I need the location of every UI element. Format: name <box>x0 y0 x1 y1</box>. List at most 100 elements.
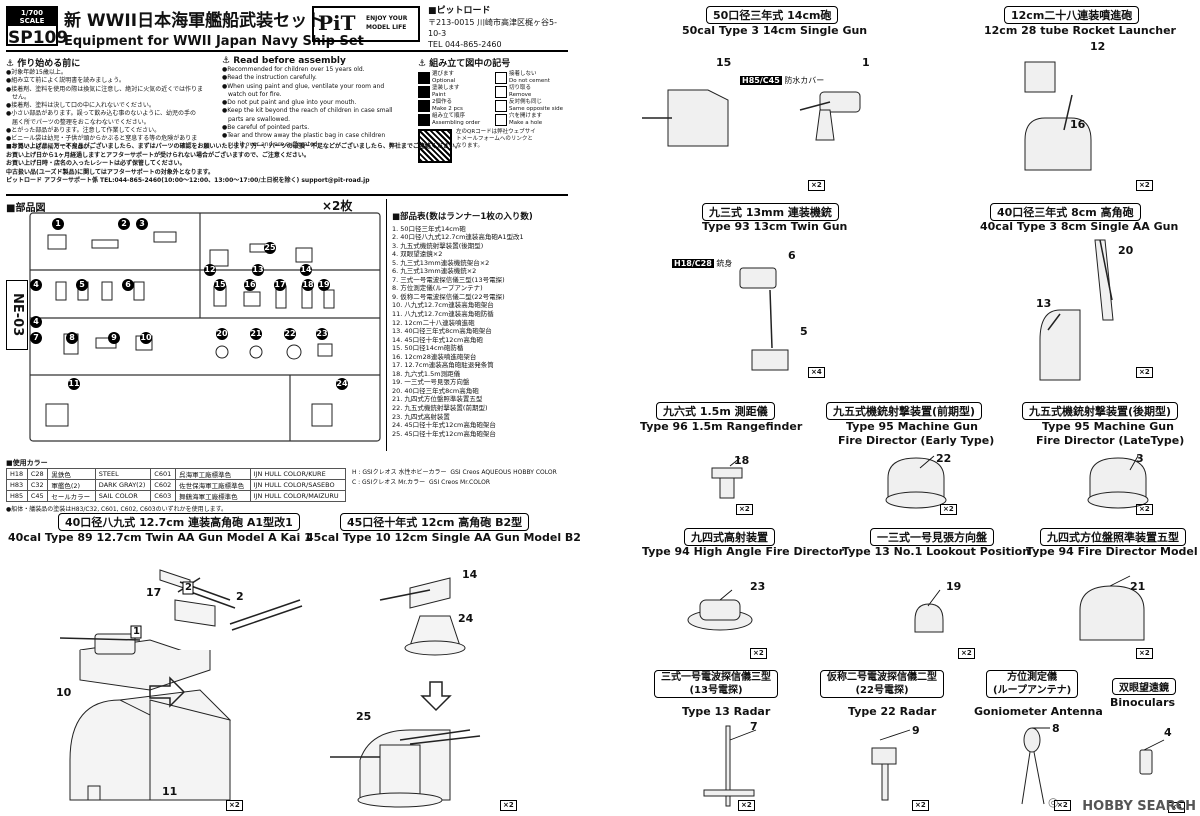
s94h-num-23: 23 <box>750 580 766 593</box>
brand-tag-1: ENJOY YOUR <box>366 15 408 22</box>
s13mm-paint-callout: H18/C28 銃身 <box>672 258 732 269</box>
parts-diagram-title: ■部品図 <box>6 203 46 214</box>
runner-part-number: 10 <box>140 332 152 344</box>
parts-list-item: 22. 九五式機銃射撃装置(前期型) <box>392 404 488 413</box>
parts-list-item: 15. 50口径14cm砲防楯 <box>392 344 464 353</box>
parts-list-item: 8. 方位測定儀(ループアンテナ) <box>392 284 483 293</box>
parts-list-item: 17. 12.7cm連装高角砲駐退発条筒 <box>392 361 494 370</box>
runner-code: NE-03 <box>6 280 28 350</box>
before-jp-block: ⚓ 作り始める前に ●対象年齢15歳以上。●組み立て前によく説明書を読みましょう… <box>6 56 216 152</box>
s96-num-18: 18 <box>734 454 750 467</box>
company-info: ■ピットロード 〒213-0015 川崎市高津区梶ヶ谷5-10-3 TEL 04… <box>428 6 568 50</box>
sgon-en-label: Goniometer Antenna <box>974 705 1103 718</box>
paint-legend-h: H : GSIクレオス 水性ホビーカラー <box>352 469 447 476</box>
s14-en-label: 50cal Type 3 14cm Single Gun <box>682 24 868 37</box>
paint-cell: IJN HULL COLOR/MAIZURU <box>249 490 347 502</box>
paint-cell: C45 <box>26 490 49 502</box>
qr-code <box>418 129 452 163</box>
runner-part-number: 15 <box>214 279 226 291</box>
runner-part-number: 5 <box>76 279 88 291</box>
s13mm-paint-note: 銃身 <box>716 259 733 268</box>
parts-list-item: 3. 九五式機銃射撃装置(後期型) <box>392 241 484 250</box>
srocket-num-12: 12 <box>1090 40 1106 53</box>
s89-num-17: 17 <box>146 586 162 599</box>
s94h-jp-label: 九四式高射装置 <box>684 528 775 546</box>
s13l-jp-label: 一三式一号見張方向盤 <box>870 528 994 546</box>
runner-part-number: 8 <box>66 332 78 344</box>
symbol-icon <box>495 85 507 98</box>
sbin-jp-label: 双眼望遠鏡 <box>1112 678 1176 695</box>
runner-part-number: 7 <box>30 332 42 344</box>
symbol-icon <box>418 113 430 126</box>
srocket-qty: ×2 <box>1136 180 1153 191</box>
s95l-jp-label: 九五式機銃射撃装置(後期型) <box>1022 402 1179 420</box>
s95e-en1-label: Type 95 Machine Gun <box>846 420 978 433</box>
s8cm-num-20: 20 <box>1118 244 1134 257</box>
s10-jp-label: 45口径十年式 12cm 高角砲 B2型 <box>340 513 530 531</box>
before-en-line: ●Read the instruction carefully. <box>222 74 317 82</box>
parts-list-item: 2. 40口径八九式12.7cm連装高角砲A1型改1 <box>392 233 524 242</box>
s14-num-1: 1 <box>862 56 870 69</box>
runner-part-number: 11 <box>68 378 80 390</box>
s95l-en1-label: Type 95 Machine Gun <box>1042 420 1174 433</box>
before-jp-line: ●対象年齢15歳以上。 <box>6 69 67 76</box>
before-jp-line: 届く所でパーツの整理をおこなわないでください。 <box>6 118 150 126</box>
s13l-num-19: 19 <box>946 580 962 593</box>
s13mm-paint-code: H18/C28 <box>672 259 714 268</box>
symbol-icon <box>418 85 430 98</box>
s22r-jp2: (22号電探) <box>855 685 909 696</box>
s10-num-25: 25 <box>356 710 372 723</box>
parts-list-title: ■部品表(数はランナー1枚の入り数) <box>392 212 533 222</box>
runner-part-number: 25 <box>264 242 276 254</box>
s22r-num-9: 9 <box>912 724 920 737</box>
s94h-en-label: Type 94 High Angle Fire Director <box>642 545 845 558</box>
s8cm-en-label: 40cal Type 3 8cm Single AA Gun <box>980 220 1179 233</box>
support-line: 中古扱い品(ユーズド製品)に関してはアフターサポートの対象外となります。 <box>6 168 214 176</box>
support-notice: ■お買い上げ品に万一不良品がございましたら、まずはパーツの確認をお願いいたします… <box>6 143 568 186</box>
before-jp-line: ●小さい部品があります。誤って飲み込む事のないように、幼児の手の <box>6 110 197 118</box>
sbin-num-4: 4 <box>1164 726 1172 739</box>
parts-list-item: 12. 12cm二十八連装噴進砲 <box>392 318 475 327</box>
parts-list-item: 24. 45口径十年式12cm高角砲架台 <box>392 421 496 430</box>
parts-list-item: 10. 八九式12.7cm連装高角砲架台 <box>392 301 494 310</box>
runner-part-number: 22 <box>284 328 296 340</box>
s95e-en2-label: Fire Director (Early Type) <box>838 434 995 447</box>
s96-qty: ×2 <box>736 504 753 515</box>
s13r-qty: ×2 <box>738 800 755 811</box>
support-line: お買い上げ日時・店名の入ったレシートは必ず保管してください。 <box>6 160 186 167</box>
brand-tagline: ENJOY YOUR MODEL LIFE <box>366 14 407 32</box>
before-en-lines: ●Recommended for children over 15 years … <box>222 66 414 149</box>
brand-logo: PiT <box>318 11 356 35</box>
before-jp-line: ●組み立て前によく説明書を読みましょう。 <box>6 77 125 85</box>
before-en-block: ⚓ Read before assembly ●Recommended for … <box>222 56 414 149</box>
paint-cell: SAIL COLOR <box>94 490 152 502</box>
before-jp-line: ●とがった部品があります。注意して作業してください。 <box>6 127 161 135</box>
scale-badge: 1/700 SCALE SP109 <box>6 6 68 48</box>
brand-tag-2: MODEL LIFE <box>366 24 407 31</box>
company-name: ■ピットロード <box>428 6 491 16</box>
before-jp-line: すので、必ず捨ててください。 <box>6 143 96 151</box>
s13r-num-7: 7 <box>750 720 758 733</box>
symbol-icon <box>418 71 430 84</box>
s10-en-label: 45cal Type 10 12cm Single AA Gun Model B… <box>306 531 581 544</box>
sgon-jp-label: 方位測定儀(ループアンテナ) <box>986 670 1079 698</box>
s95l-en2-label: Fire Director (LateType) <box>1036 434 1185 447</box>
parts-list-item: 7. 三式一号電波探信儀三型(13号電探) <box>392 275 505 284</box>
s22r-en-label: Type 22 Radar <box>848 705 937 718</box>
paint-cell: H85 <box>6 490 28 502</box>
runner-part-number: 4 <box>30 316 42 328</box>
parts-list-item: 23. 九四式高射装置 <box>392 412 450 421</box>
scale-text: 1/700 SCALE <box>8 8 56 26</box>
parts-list-item: 11. 八九式12.7cm連装高角砲防循 <box>392 310 494 319</box>
parts-list-item: 5. 九三式13mm連装機銃架台×2 <box>392 258 490 267</box>
